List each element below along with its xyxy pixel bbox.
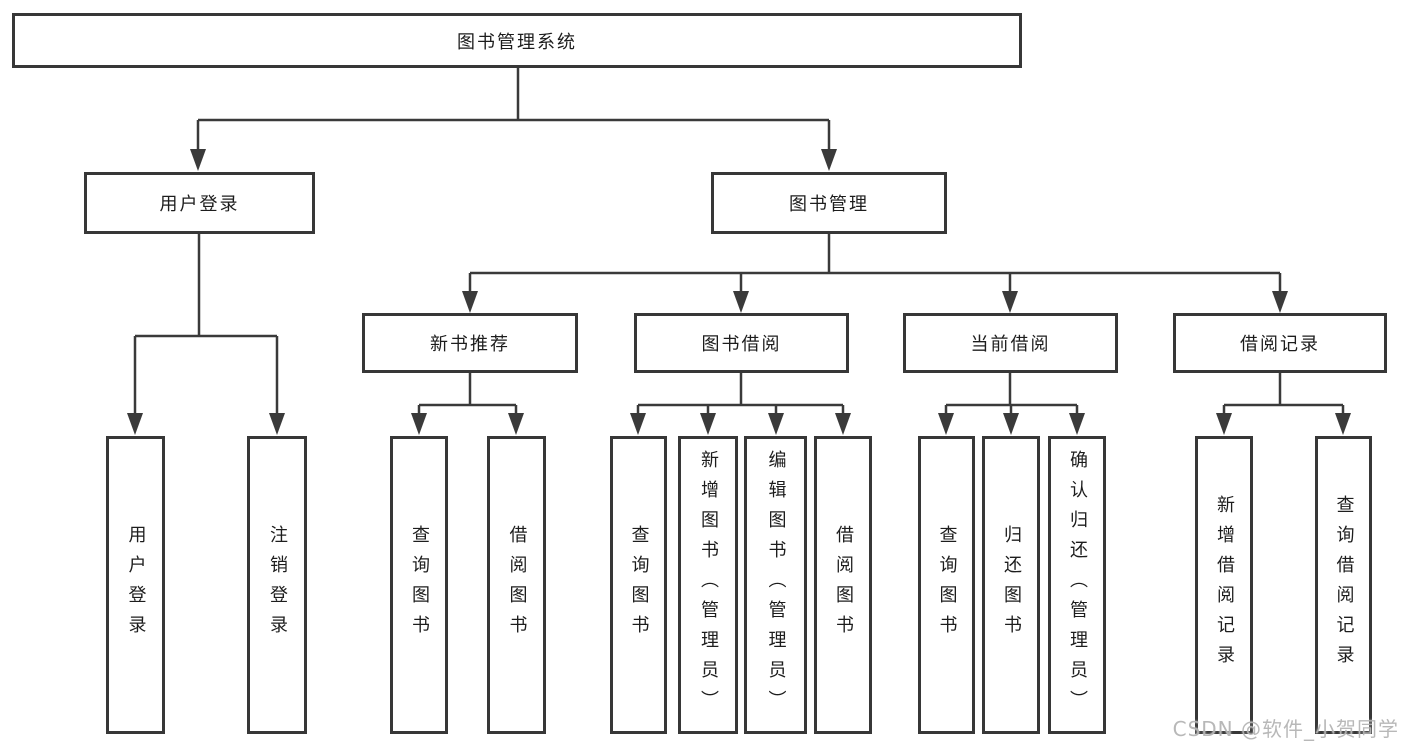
node-label: 查询借阅记录 (1333, 495, 1355, 675)
leaf-borrow-book-recommend: 借阅图书 (487, 436, 546, 734)
node-label: 查询图书 (936, 525, 958, 645)
node-label: 新增借阅记录 (1214, 495, 1235, 675)
node-label: 用户登录 (125, 525, 147, 645)
leaf-edit-book-admin: 编辑图书（管理员） (744, 436, 807, 734)
node-label: 借阅图书 (506, 525, 528, 645)
leaf-user-login: 用户登录 (106, 436, 165, 734)
leaf-add-book-admin: 新增图书（管理员） (678, 436, 738, 734)
node-label: 图书管理系统 (457, 31, 577, 53)
node-label: 用户登录 (159, 194, 240, 215)
node-current-borrowing: 当前借阅 (903, 313, 1118, 373)
node-label: 图书管理 (789, 194, 869, 215)
node-label: 新增图书（管理员） (698, 450, 719, 720)
node-label: 借阅图书 (833, 525, 854, 645)
leaf-confirm-return-admin: 确认归还（管理员） (1048, 436, 1106, 734)
node-label: 借阅记录 (1240, 334, 1320, 355)
leaf-borrow-book: 借阅图书 (814, 436, 872, 734)
node-label: 确认归还（管理员） (1067, 450, 1088, 720)
arrowhead-group (127, 149, 1351, 435)
node-label: 图书借阅 (701, 334, 782, 355)
leaf-add-borrow-record: 新增借阅记录 (1195, 436, 1253, 734)
node-system-root: 图书管理系统 (12, 13, 1022, 68)
node-book-management: 图书管理 (711, 172, 947, 234)
node-borrow-records: 借阅记录 (1173, 313, 1387, 373)
node-new-book-recommend: 新书推荐 (362, 313, 578, 373)
node-label: 注销登录 (267, 525, 288, 645)
node-label: 查询图书 (628, 525, 650, 645)
node-label: 查询图书 (409, 525, 430, 645)
node-label: 当前借阅 (970, 334, 1051, 355)
leaf-query-book-borrowing: 查询图书 (610, 436, 667, 734)
leaf-query-borrow-record: 查询借阅记录 (1315, 436, 1372, 734)
node-label: 归还图书 (1001, 525, 1022, 645)
leaf-logout: 注销登录 (247, 436, 307, 734)
node-label: 新书推荐 (430, 334, 510, 355)
node-book-borrowing: 图书借阅 (634, 313, 849, 373)
leaf-query-book-current: 查询图书 (918, 436, 975, 734)
node-label: 编辑图书（管理员） (765, 450, 787, 720)
leaf-query-book-recommend: 查询图书 (390, 436, 448, 734)
node-user-login: 用户登录 (84, 172, 315, 234)
leaf-return-book: 归还图书 (982, 436, 1040, 734)
csdn-watermark: CSDN @软件_小贺同学 (1172, 717, 1399, 741)
